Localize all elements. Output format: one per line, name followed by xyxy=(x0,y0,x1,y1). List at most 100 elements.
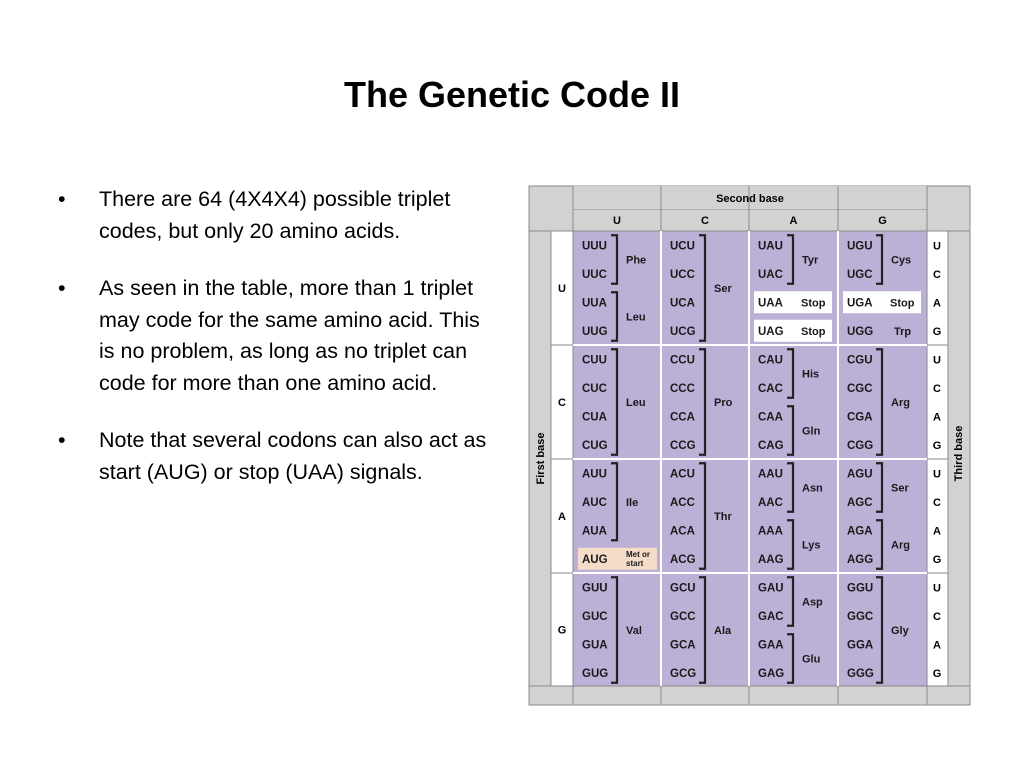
third-base-letter: C xyxy=(933,497,941,509)
second-base-letter: C xyxy=(701,215,709,227)
bullet-text: There are 64 (4X4X4) possible triplet co… xyxy=(99,187,451,243)
codon-bracket xyxy=(876,519,884,570)
first-base-letter: C xyxy=(558,397,566,409)
codon-bracket xyxy=(787,462,795,513)
third-base-letter: G xyxy=(933,326,942,338)
codon: AAG xyxy=(758,554,784,566)
codon-bracket xyxy=(787,348,795,399)
bullet-icon: • xyxy=(58,276,66,300)
codon: UCU xyxy=(670,240,695,252)
amino-acid-label: Ile xyxy=(626,497,638,509)
codon: UGC xyxy=(847,269,873,281)
codon: GUC xyxy=(582,611,608,623)
codon-bracket xyxy=(787,519,795,570)
amino-acid-label: Ser xyxy=(714,283,732,295)
second-base-letter-row xyxy=(573,210,927,231)
codon-bracket xyxy=(876,462,884,513)
codon: GGG xyxy=(847,668,874,680)
third-base-letter: A xyxy=(933,639,941,651)
codon: AAC xyxy=(758,497,783,509)
codon-bracket xyxy=(876,348,884,456)
codon-bracket xyxy=(699,462,707,570)
codon-bracket xyxy=(611,576,619,684)
amino-acid-label: Leu xyxy=(626,312,646,324)
codon-bracket xyxy=(699,576,707,684)
codon-bracket xyxy=(787,633,795,684)
codon: AGA xyxy=(847,525,873,537)
codon-bracket xyxy=(787,576,795,627)
codon-bracket xyxy=(699,234,707,342)
bullet-text: As seen in the table, more than 1 triple… xyxy=(99,276,480,395)
codon-bracket xyxy=(611,462,619,542)
third-base-label: Third base xyxy=(953,426,965,482)
third-base-letter: U xyxy=(933,468,941,480)
codon: CAA xyxy=(758,411,783,423)
codon: ACG xyxy=(670,554,696,566)
third-base-letter: G xyxy=(933,554,942,566)
amino-acid-label: Ser xyxy=(891,483,909,495)
codon: UUG xyxy=(582,326,608,338)
codon: UGA xyxy=(847,297,873,309)
bullet-text: Note that several codons can also act as… xyxy=(99,428,487,484)
amino-acid-label: Lys xyxy=(802,540,821,552)
codon-bracket xyxy=(876,234,884,285)
codon: GAC xyxy=(758,611,784,623)
codon: GCC xyxy=(670,611,696,623)
amino-acid-label: Thr xyxy=(714,511,732,523)
codon: CCC xyxy=(670,383,695,395)
codon: ACA xyxy=(670,525,695,537)
codon: GCG xyxy=(670,668,696,680)
codon: UAC xyxy=(758,269,783,281)
third-base-letter: C xyxy=(933,269,941,281)
amino-acid-label: Glu xyxy=(802,654,820,666)
amino-acid-label: start xyxy=(626,559,644,568)
codon: UCG xyxy=(670,326,696,338)
third-base-letter: G xyxy=(933,440,942,452)
amino-acid-label: Cys xyxy=(891,255,911,267)
amino-acid-label: His xyxy=(802,369,819,381)
first-base-letter: A xyxy=(558,511,566,523)
codon: UUU xyxy=(582,240,607,252)
codon: CGA xyxy=(847,411,873,423)
third-base-letter: U xyxy=(933,582,941,594)
codon: GAU xyxy=(758,582,784,594)
codon: CGU xyxy=(847,354,873,366)
codon: AUG xyxy=(582,554,608,566)
codon-bracket xyxy=(611,234,619,285)
codon: AAA xyxy=(758,525,783,537)
codon: ACU xyxy=(670,468,695,480)
bullet-item: • There are 64 (4X4X4) possible triplet c… xyxy=(58,184,498,247)
codon: GUA xyxy=(582,639,608,651)
codon: GGA xyxy=(847,639,873,651)
codon: CUA xyxy=(582,411,607,423)
bullet-item: • Note that several codons can also act a… xyxy=(58,425,498,488)
codon: CGC xyxy=(847,383,873,395)
codon: UAG xyxy=(758,326,784,338)
codon-bracket xyxy=(787,405,795,456)
amino-acid-label: Gln xyxy=(802,426,821,438)
amino-acid-label: Leu xyxy=(626,397,646,409)
stop-label: Stop xyxy=(801,326,826,338)
amino-acid-label: Pro xyxy=(714,397,733,409)
second-base-letter: U xyxy=(613,215,621,227)
bullet-icon: • xyxy=(58,187,66,211)
amino-acid-label: Arg xyxy=(891,540,910,552)
codon: UCA xyxy=(670,297,695,309)
codon: UUC xyxy=(582,269,607,281)
bullet-item: • As seen in the table, more than 1 tripl… xyxy=(58,273,498,399)
codon: CAG xyxy=(758,440,784,452)
third-base-letter: C xyxy=(933,611,941,623)
stop-highlight xyxy=(754,291,832,314)
codon: AUA xyxy=(582,525,607,537)
stop-label: Stop xyxy=(801,297,826,309)
second-base-letter: A xyxy=(790,215,798,227)
amino-acid-label: Trp xyxy=(894,326,911,338)
codon: AGU xyxy=(847,468,873,480)
codon: GAA xyxy=(758,639,784,651)
stop-highlight xyxy=(754,319,832,342)
codon: CUU xyxy=(582,354,607,366)
bullet-icon: • xyxy=(58,428,66,452)
codon: CCA xyxy=(670,411,695,423)
third-base-letter: A xyxy=(933,411,941,423)
